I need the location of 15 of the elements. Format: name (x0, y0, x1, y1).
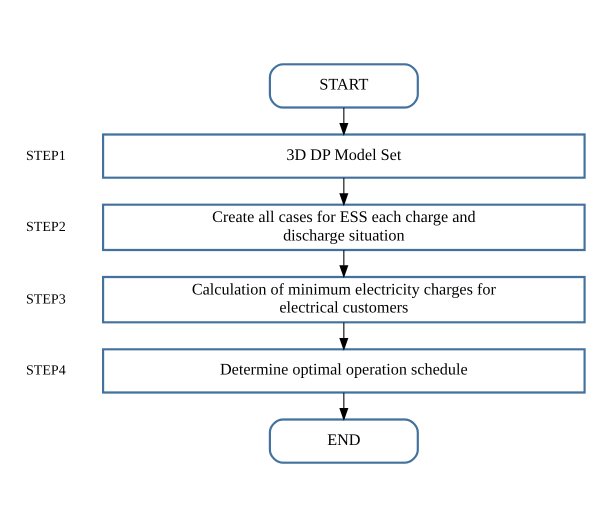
node-box: Create all cases for ESS each charge and discharge situation (102, 203, 586, 251)
arrow (339, 177, 348, 206)
arrow (339, 107, 348, 136)
node-box: Determine optimal operation schedule (102, 348, 586, 394)
node-box: END (268, 418, 419, 464)
node-label: STEP4 (26, 362, 66, 378)
arrow (339, 322, 348, 350)
arrow (339, 250, 348, 278)
node-box: START (268, 62, 419, 108)
node-box: Calculation of minimum electricity charges for electrical customers (102, 275, 586, 323)
node-label: STEP1 (26, 147, 66, 164)
node-label: STEP2 (26, 218, 66, 235)
arrow (339, 392, 348, 420)
node-box: 3D DP Model Set (102, 132, 586, 178)
node-label: STEP3 (26, 290, 66, 307)
